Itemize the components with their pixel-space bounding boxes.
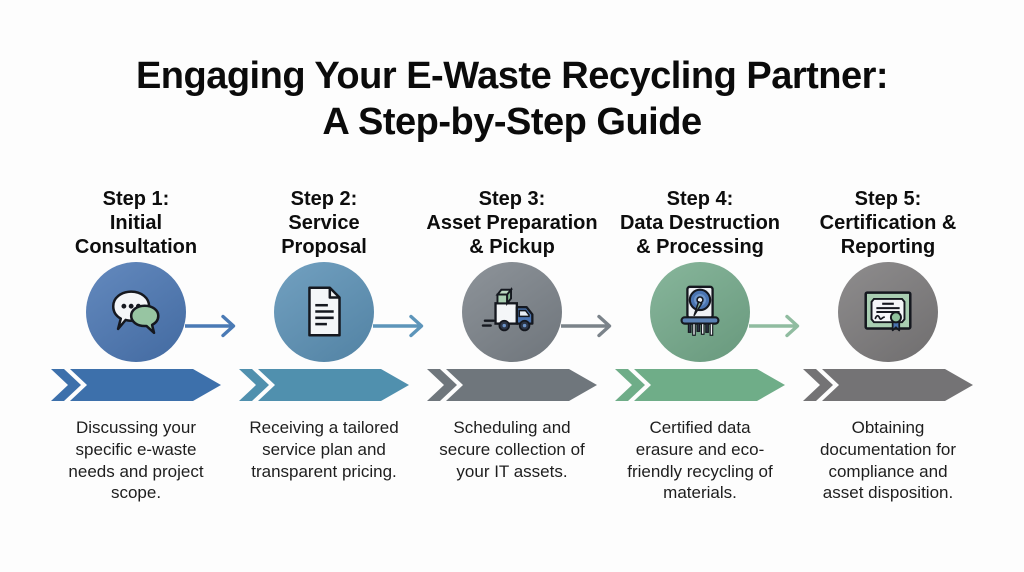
step-5-circle-row	[794, 261, 982, 363]
step-3-heading: Step 3: Asset Preparation & Pickup	[426, 188, 598, 259]
step-1-description: Discussing your specific e-waste needs a…	[68, 418, 204, 503]
step-5-banner	[803, 369, 973, 402]
steps-row: Step 1: Initial Consultation	[42, 187, 982, 504]
step-2-description: Receiving a tailored service plan and tr…	[249, 418, 399, 481]
step-1-circle-row	[42, 261, 230, 363]
step-1-banner	[51, 369, 221, 402]
chat-bubbles-icon	[111, 290, 160, 335]
step-3-circle	[462, 262, 562, 363]
hard-drive-shredder-icon	[680, 285, 720, 337]
step-4-heading: Step 4: Data Destruction & Processing	[619, 188, 781, 259]
step-4-circle-row	[606, 261, 794, 363]
delivery-truck-icon	[481, 287, 534, 332]
step-2-circle	[274, 262, 374, 363]
step-5-description: Obtaining documentation for compliance a…	[819, 418, 957, 503]
step-5-circle	[838, 262, 938, 363]
step-3-description: Scheduling and secure collection of your…	[439, 418, 585, 481]
step-5-heading: Step 5: Certification & Reporting	[819, 188, 957, 259]
step-2-banner	[239, 369, 409, 402]
arrow-step1-to-step2	[185, 312, 245, 340]
step-3-circle-row	[418, 261, 606, 363]
document-icon	[308, 286, 341, 337]
step-5-column: Step 5: Certification & Reporting	[794, 187, 982, 504]
arrow-step2-to-step3	[373, 312, 433, 340]
step-4-column: Step 4: Data Destruction & Processing	[606, 187, 800, 504]
certificate-icon	[864, 291, 912, 332]
step-3-banner	[427, 369, 597, 402]
step-2-circle-row	[230, 261, 418, 363]
page-title: Engaging Your E-Waste Recycling Partner:…	[135, 55, 889, 143]
step-2-heading: Step 2: Service Proposal	[281, 188, 367, 259]
step-2-column: Step 2: Service Proposal	[230, 187, 424, 504]
step-4-description: Certified data erasure and eco- friendly…	[627, 418, 773, 503]
step-1-column: Step 1: Initial Consultation	[42, 187, 236, 504]
step-4-circle	[650, 262, 750, 363]
step-3-column: Step 3: Asset Preparation & Pickup	[418, 187, 612, 504]
step-4-banner	[615, 369, 785, 402]
arrow-step3-to-step4	[561, 312, 621, 340]
arrow-step4-to-step5	[749, 312, 809, 340]
step-1-heading: Step 1: Initial Consultation	[74, 188, 198, 259]
step-1-circle	[86, 262, 186, 363]
